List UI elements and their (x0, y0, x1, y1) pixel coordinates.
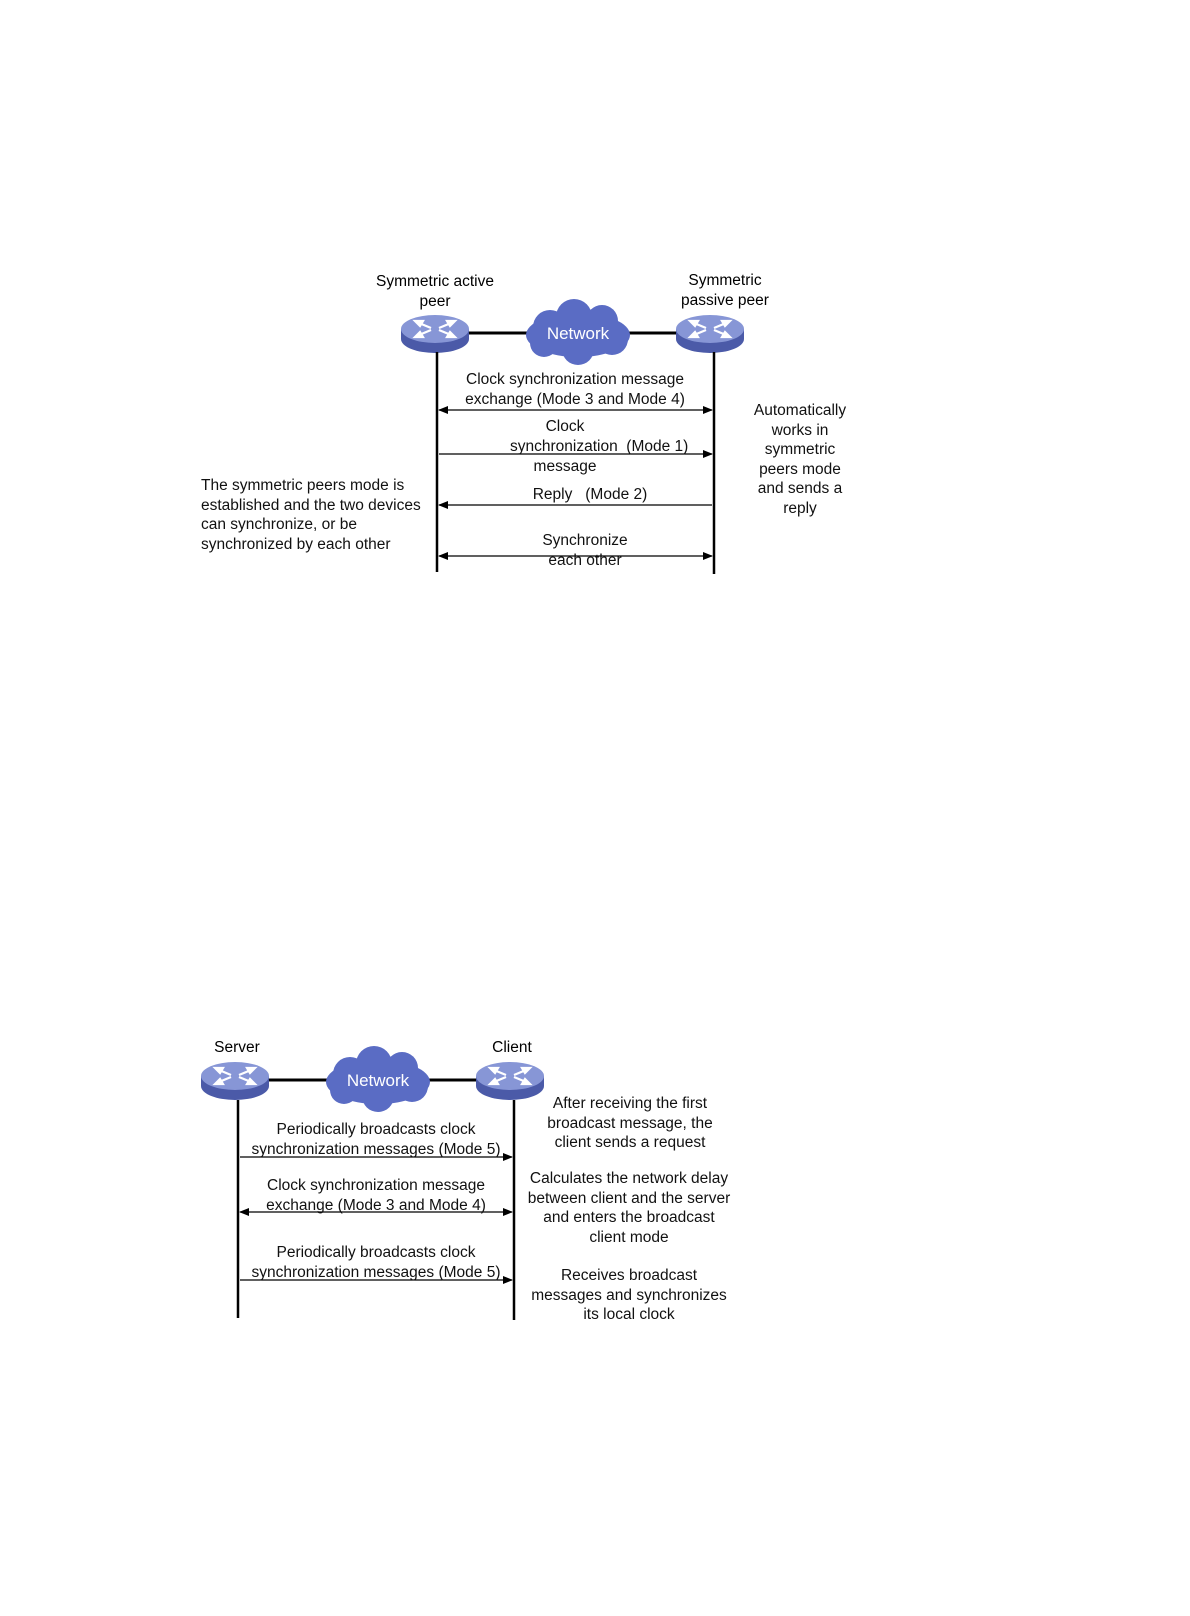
msg-exchange2-label: Clock synchronization message exchange (… (266, 1177, 486, 1214)
msg-broadcast2-label: Periodically broadcasts clock synchroniz… (251, 1244, 501, 1281)
passive-peer-label: Symmetric passive peer (681, 272, 769, 309)
server-label: Server (214, 1039, 260, 1056)
passive-peer-note: Automatically works in symmetric peers m… (753, 402, 847, 517)
client-note-sync: Receives broadcast messages and synchron… (531, 1267, 727, 1323)
client-label: Client (492, 1039, 532, 1056)
diagram1-network-label: Network (546, 324, 610, 343)
msg-reply-label: Reply (Mode 2) (532, 486, 648, 503)
client-note-request: After receiving the first broadcast mess… (547, 1095, 713, 1151)
msg-clock-line1: Clock (545, 418, 585, 435)
msg-exchange-label: Clock synchronization message exchange (… (465, 371, 685, 408)
msg-clock-line3: message (533, 458, 597, 475)
active-peer-label: Symmetric active peer (376, 273, 494, 310)
msg-clock-line2: synchronization (Mode 1) (510, 438, 689, 455)
msg-sync-label: Synchronize each other (542, 532, 628, 569)
diagram1-passive-peer-router-icon (674, 313, 746, 355)
diagram1-active-peer-router-icon (399, 313, 471, 355)
diagram2-server-router-icon (199, 1060, 271, 1102)
msg-broadcast1-label: Periodically broadcasts clock synchroniz… (251, 1121, 501, 1158)
client-note-delay: Calculates the network delay between cli… (527, 1170, 731, 1246)
diagram2-network-label: Network (346, 1071, 410, 1090)
active-peer-note: The symmetric peers mode is established … (201, 477, 421, 553)
